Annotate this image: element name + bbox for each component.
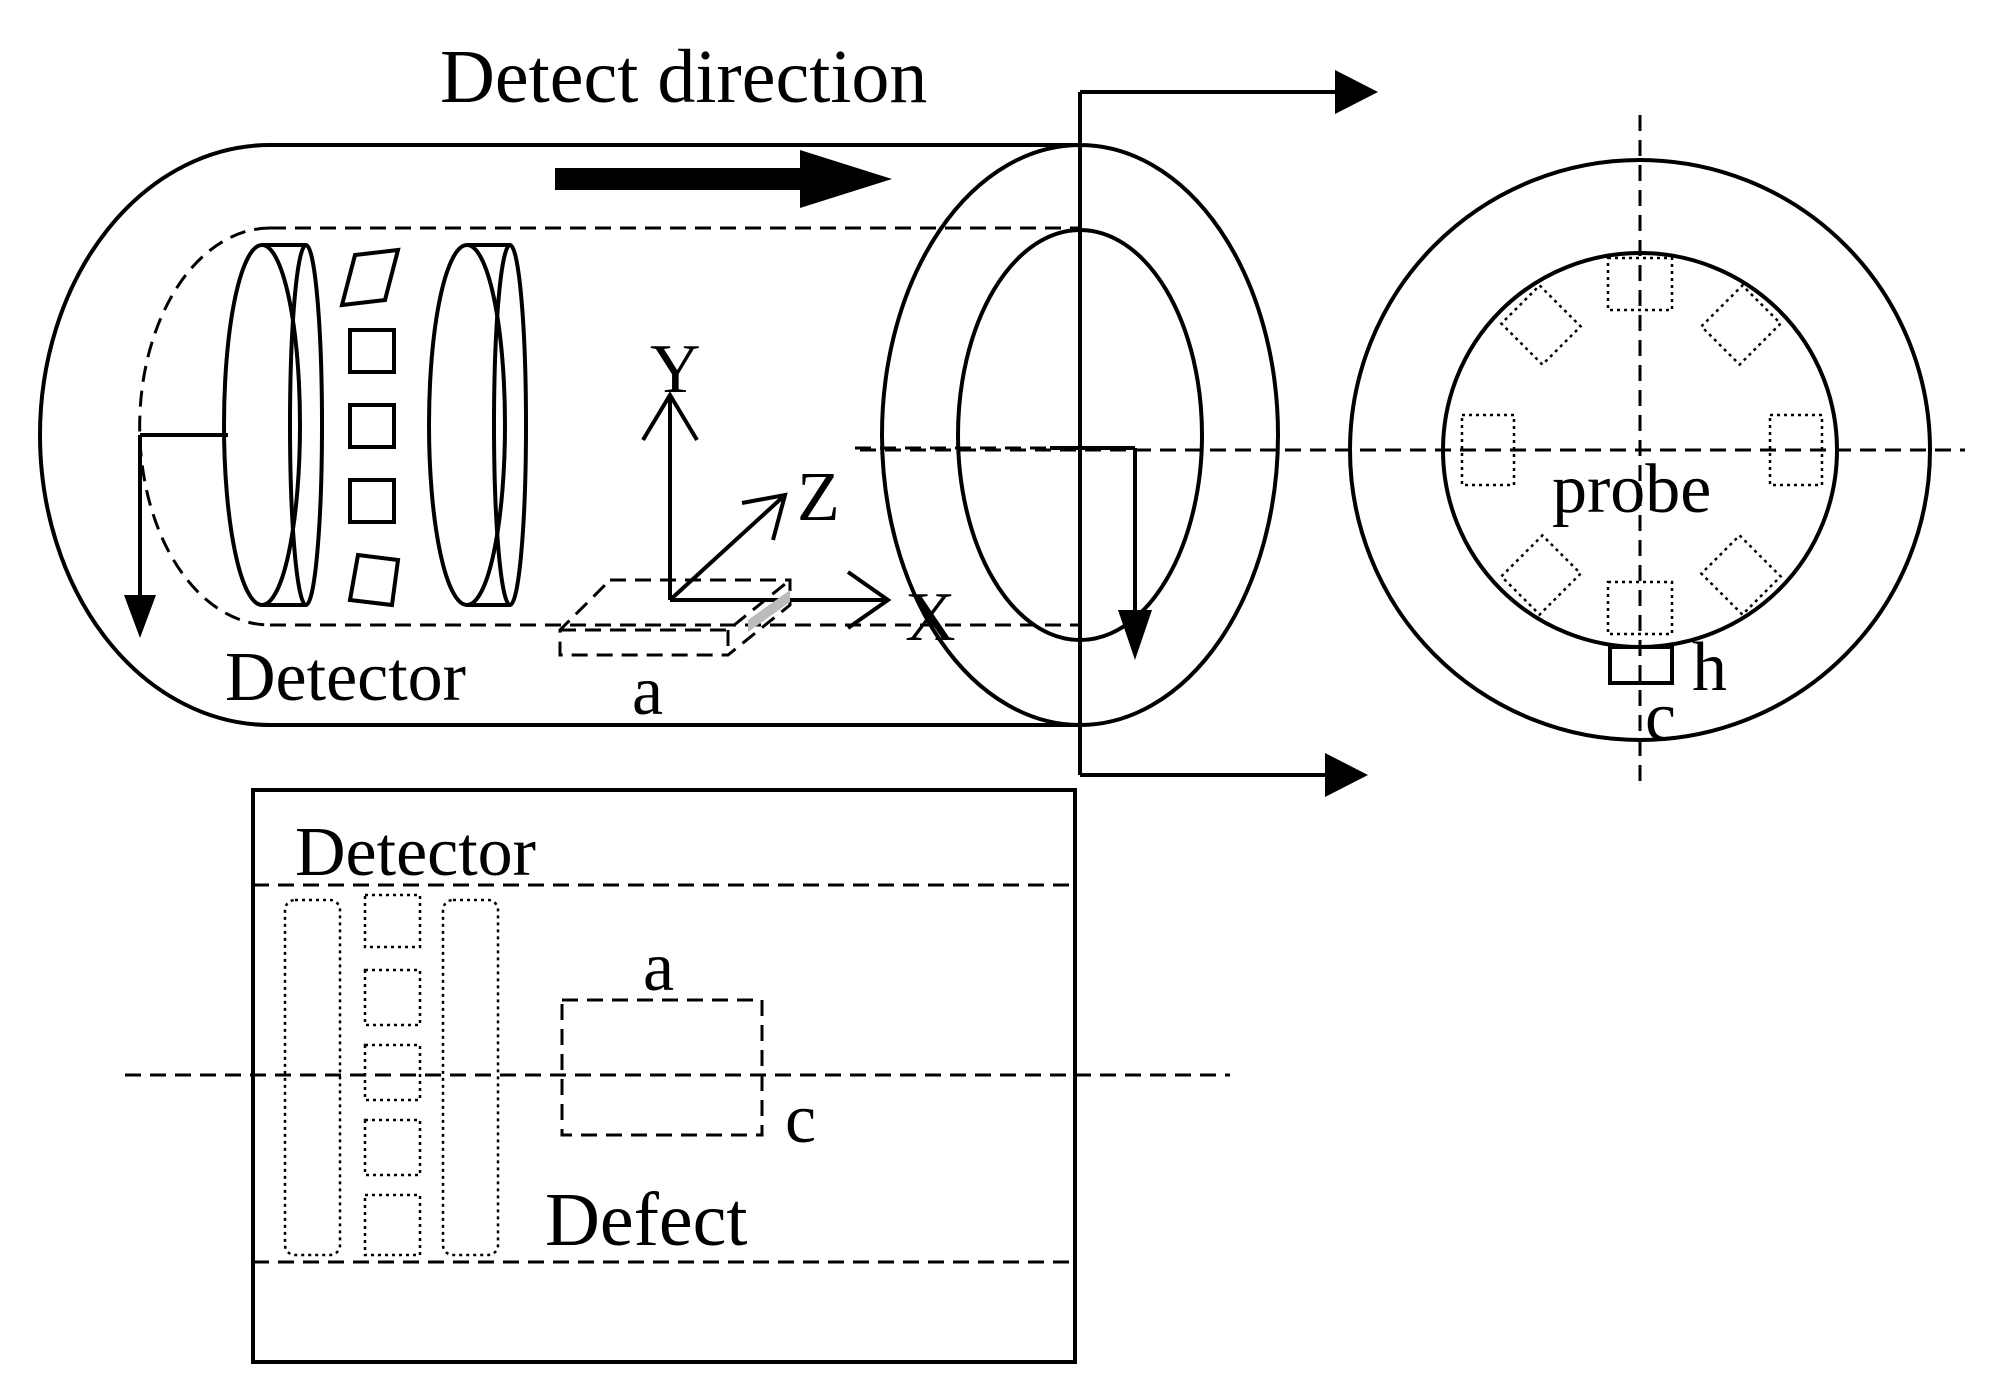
detector-envelope: [138, 226, 1078, 627]
defect-section: [1608, 645, 1674, 685]
pipe-body-outline: [38, 143, 1080, 727]
defect-length-label-section: c: [1645, 679, 1676, 756]
defect-3d: [558, 578, 792, 657]
axis-y-label: Y: [650, 331, 701, 408]
detect-direction-arrow: [555, 150, 892, 208]
coordinate-axes: [641, 391, 892, 630]
section-cut-line: [1078, 70, 1378, 797]
defect-width-label-3d: a: [632, 653, 663, 730]
probe-label: probe: [1552, 451, 1711, 528]
defect-unrolled: [560, 998, 764, 1137]
radial-arrow-end: [855, 446, 1152, 660]
detect-direction-label: Detect direction: [440, 35, 927, 119]
detector-label-3d: Detector: [225, 639, 466, 716]
radial-arrow-left: [124, 433, 228, 638]
axis-x-label: X: [905, 579, 956, 656]
defect-height-label: h: [1692, 629, 1727, 706]
defect-length-label-unrolled: c: [785, 1081, 816, 1158]
unrolled-view: Detector a c Defect: [125, 788, 1230, 1364]
pipe-3d-view: Detect direction Detector a Y Z X: [38, 35, 1378, 797]
sensor-array-3d: [339, 247, 401, 608]
detector-unrolled-elements: [283, 893, 500, 1257]
detector-disk-front: [222, 243, 324, 607]
detector-disk-rear: [427, 243, 528, 607]
detector-label-unrolled: Detector: [295, 814, 536, 891]
defect-label: Defect: [545, 1178, 748, 1262]
cross-section-view: probe h c: [860, 115, 1965, 785]
probe-sensors: [1460, 256, 1824, 636]
defect-width-label-unrolled: a: [643, 929, 674, 1006]
axis-z-label: Z: [797, 459, 840, 536]
